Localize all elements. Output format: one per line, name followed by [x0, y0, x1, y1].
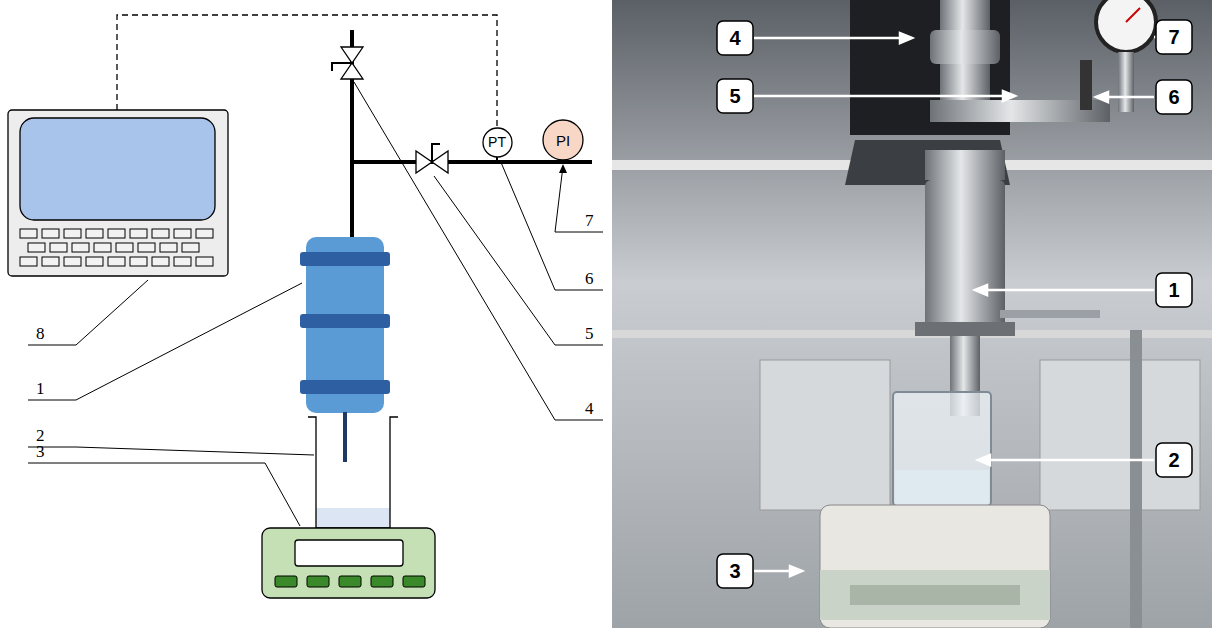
callout-number: 1	[36, 379, 45, 399]
instrument-tag: PT	[488, 134, 506, 150]
callout-number: 1	[1168, 279, 1179, 302]
callout-number: 2	[1168, 449, 1179, 472]
callout-number: 4	[729, 27, 740, 50]
instrument-circle: PI	[542, 119, 584, 161]
callout-box: 3	[716, 553, 754, 589]
callout-number: 5	[729, 85, 740, 108]
instrument-tag: PI	[556, 132, 570, 149]
callout-box: 5	[716, 78, 754, 114]
callout-number: 3	[36, 442, 45, 462]
callout-box: 1	[1155, 272, 1193, 308]
callout-number: 7	[585, 211, 594, 231]
callout-number: 3	[729, 560, 740, 583]
callout-number: 8	[36, 324, 45, 344]
callout-number: 4	[585, 399, 594, 419]
callout-box: 4	[716, 20, 754, 56]
callout-box: 2	[1155, 442, 1193, 478]
callout-number: 6	[1168, 86, 1179, 109]
callout-number: 5	[585, 324, 594, 344]
callout-box: 6	[1155, 79, 1193, 115]
callout-number: 6	[585, 269, 594, 289]
instrument-circle: PT	[482, 127, 513, 158]
callout-number: 7	[1168, 26, 1179, 49]
callout-box: 7	[1155, 19, 1193, 55]
